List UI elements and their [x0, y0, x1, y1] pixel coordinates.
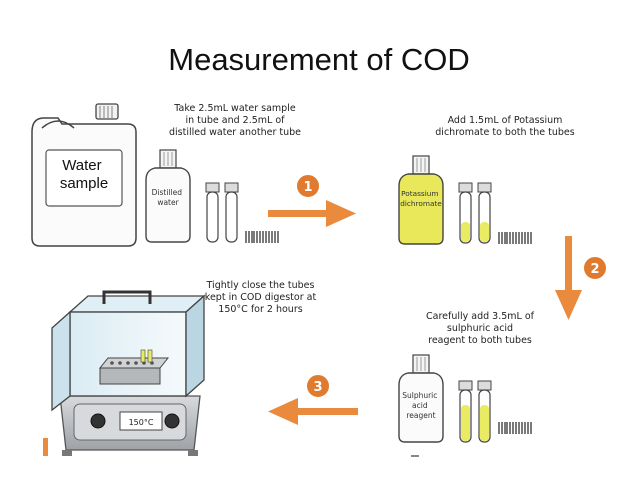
step-2-tubes — [458, 182, 532, 244]
dial-icon — [90, 413, 106, 429]
water-sample-label: Water sample — [60, 157, 108, 192]
arrow-step-1: 1 — [268, 173, 356, 227]
arrow-step-2: 2 — [555, 236, 608, 320]
potassium-dichromate-label: Potassium dichromate — [400, 189, 442, 208]
sulphuric-acid-label: Sulphuric acid reagent — [402, 391, 440, 420]
barcode-icon — [498, 232, 532, 244]
potassium-dichromate-bottle — [398, 155, 444, 245]
step-3-badge — [305, 373, 331, 399]
step-1-text: Take 2.5mL water sample in tube and 2.5m… — [168, 103, 302, 138]
step-1-tubes — [205, 182, 279, 243]
step-2-text: Add 1.5mL of Potassium dichromate to bot… — [435, 115, 575, 138]
distilled-water-label: Distilled water — [152, 188, 185, 207]
step-2-badge — [582, 255, 608, 281]
arrow-step-3: 3 — [268, 373, 358, 425]
step-3-number: 3 — [313, 380, 322, 395]
water-jerrycan — [31, 103, 137, 247]
step-1-number: 1 — [303, 180, 312, 195]
distilled-water-bottle — [145, 149, 191, 243]
step-3-tubes — [458, 380, 532, 443]
step-4-text: Tightly close the tubes kept in COD dige… — [204, 280, 317, 315]
step-1-badge — [295, 173, 321, 199]
cod-digestor — [51, 290, 206, 456]
barcode-icon — [498, 422, 532, 434]
slide-marker — [43, 438, 48, 456]
step-2-number: 2 — [590, 262, 599, 277]
barcode-icon — [245, 231, 279, 243]
digestor-display: 150°C — [129, 418, 154, 427]
step-3-text: Carefully add 3.5mL of sulphuric acid re… — [425, 311, 535, 346]
dial-icon — [164, 413, 180, 429]
diagram-title: Measurement of COD — [168, 42, 470, 77]
sulphuric-acid-bottle — [398, 354, 444, 443]
